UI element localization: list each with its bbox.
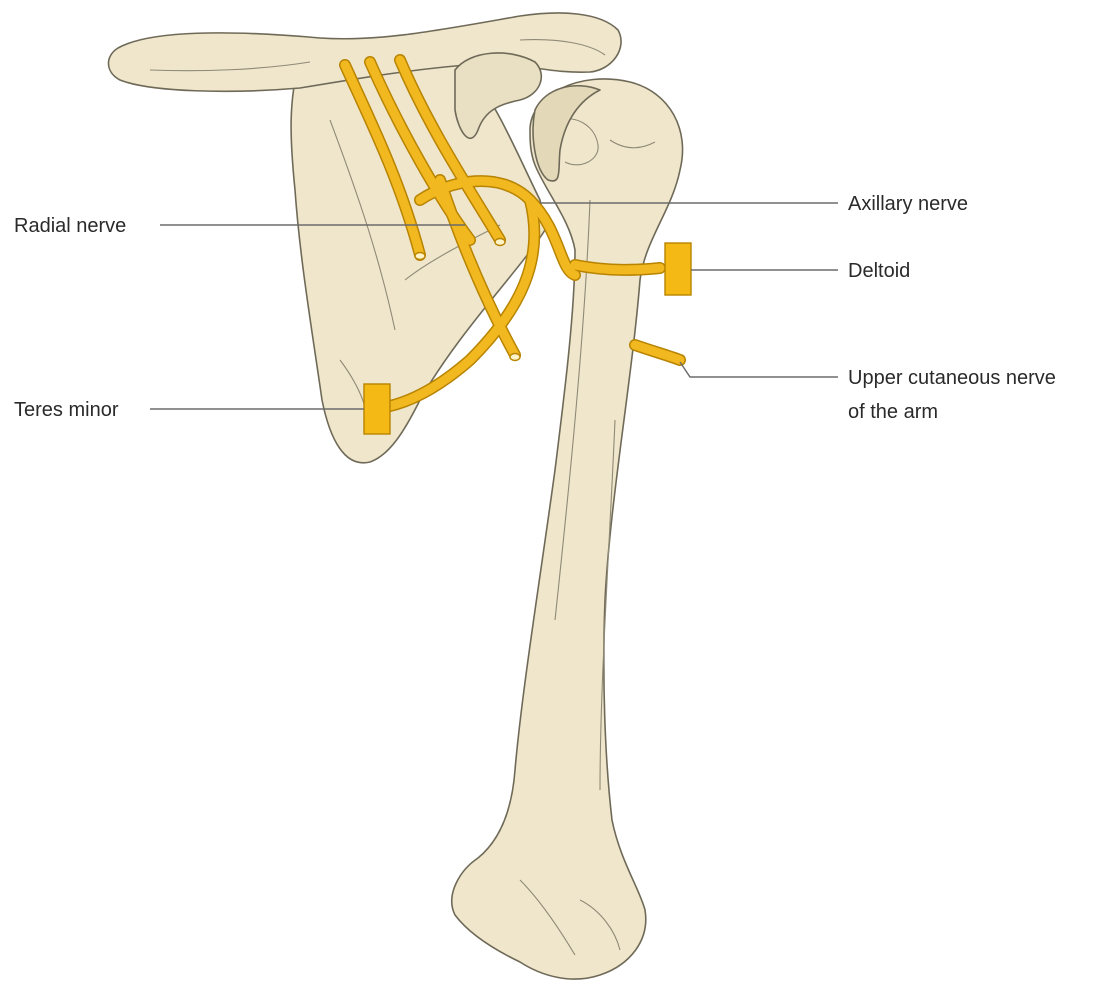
- label-deltoid: Deltoid: [848, 260, 910, 282]
- upper-cutaneous-leader: [680, 362, 838, 377]
- label-teres-minor: Teres minor: [14, 399, 119, 421]
- label-upper-cutaneous-line2: of the arm: [848, 401, 938, 423]
- label-upper-cutaneous-line1: Upper cutaneous nerve: [848, 367, 1056, 389]
- label-radial-nerve: Radial nerve: [14, 215, 126, 237]
- label-axillary-nerve: Axillary nerve: [848, 193, 968, 215]
- deltoid-muscle-block: [665, 243, 691, 295]
- deltoid-branch: [575, 265, 660, 270]
- teres-minor-muscle-block: [364, 384, 390, 434]
